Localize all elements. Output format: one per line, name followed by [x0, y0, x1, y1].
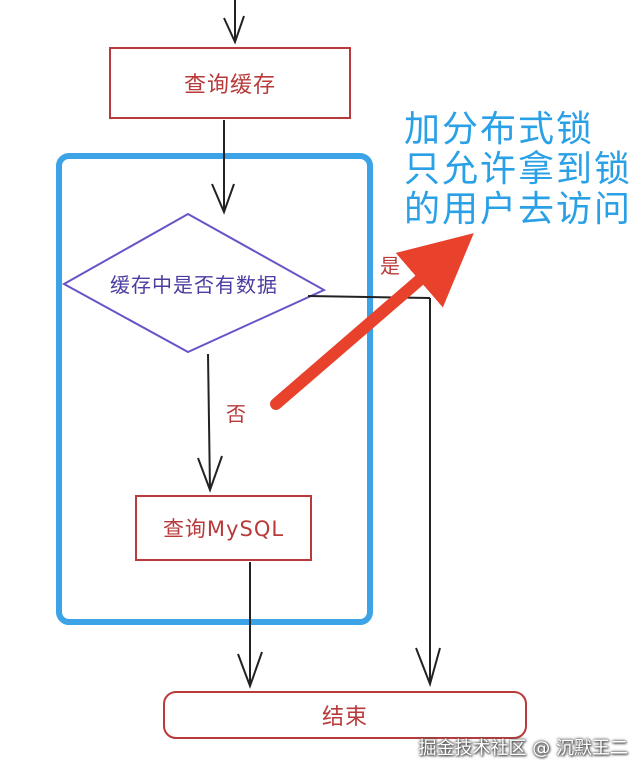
annotation-line-2: 只允许拿到锁 — [404, 149, 633, 190]
query-cache-box — [109, 47, 351, 119]
decision-diamond — [61, 212, 327, 354]
annotation-text: 加分布式锁 只允许拿到锁 的用户去访问 — [404, 110, 632, 230]
end-box — [163, 691, 527, 739]
annotation-pointer-arrow — [270, 233, 474, 410]
arrow-no-to-mysql — [197, 353, 223, 493]
yes-edge-label: 是 — [380, 254, 400, 278]
arrow-cache-to-decision — [211, 120, 235, 215]
annotation-line-1: 加分布式锁 — [404, 109, 595, 150]
no-edge-label: 否 — [226, 402, 246, 426]
query-mysql-label: 查询MySQL — [162, 517, 285, 541]
arrow-into-query-cache — [223, 0, 245, 45]
lock-region-highlight — [56, 153, 373, 625]
annotation-line-3: 的用户去访问 — [404, 189, 633, 230]
decision-label: 缓存中是否有数据 — [110, 272, 278, 297]
query-mysql-box — [135, 495, 312, 561]
arrow-mysql-to-end — [237, 562, 263, 689]
end-label: 结束 — [321, 705, 368, 730]
watermark: 掘金技术社区 @ 沉默王二 — [418, 738, 628, 759]
query-cache-label: 查询缓存 — [183, 73, 276, 98]
